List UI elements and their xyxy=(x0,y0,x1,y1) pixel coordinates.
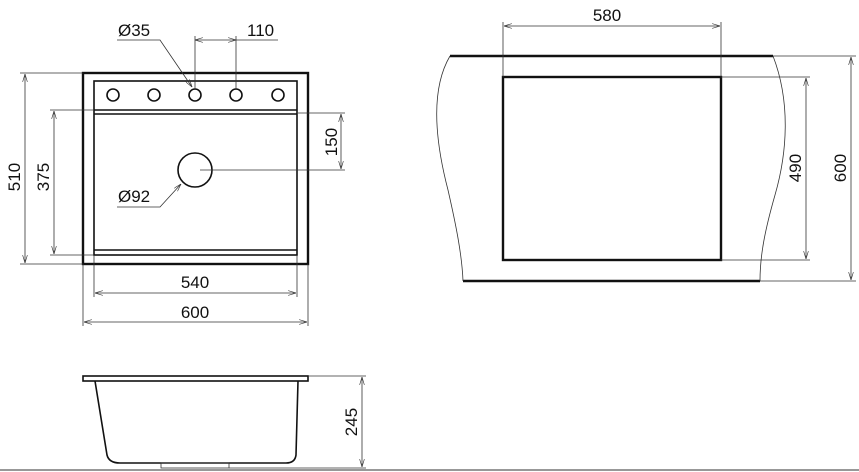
overall-width-label: 600 xyxy=(181,303,209,322)
bowl-width-label: 540 xyxy=(181,273,209,292)
bowl-depth-label: 375 xyxy=(34,163,53,191)
cutout-width-label: 580 xyxy=(593,6,621,25)
top-view: Ø35 110 150 Ø92 510 375 540 600 xyxy=(5,21,345,326)
hole-spacing-label: 110 xyxy=(247,21,274,40)
drain-diameter-label: Ø92 xyxy=(118,187,150,206)
cabinet-depth-label: 600 xyxy=(831,154,850,182)
sink-outline xyxy=(81,71,310,266)
drain-stub xyxy=(160,462,230,469)
height-label: 245 xyxy=(342,408,361,436)
cutout-outline xyxy=(501,75,723,262)
tap-holes xyxy=(106,88,285,102)
basin-profile xyxy=(94,380,299,464)
sink-rim xyxy=(82,375,309,382)
cutout-depth-label: 490 xyxy=(786,154,805,182)
overall-depth-label: 510 xyxy=(5,163,24,191)
drain-offset-label: 150 xyxy=(322,128,341,156)
hole-diameter-label: Ø35 xyxy=(118,21,150,40)
side-view: 245 xyxy=(0,375,859,471)
bowl-outline xyxy=(93,80,298,256)
cutout-view: 580 490 600 xyxy=(436,6,856,283)
